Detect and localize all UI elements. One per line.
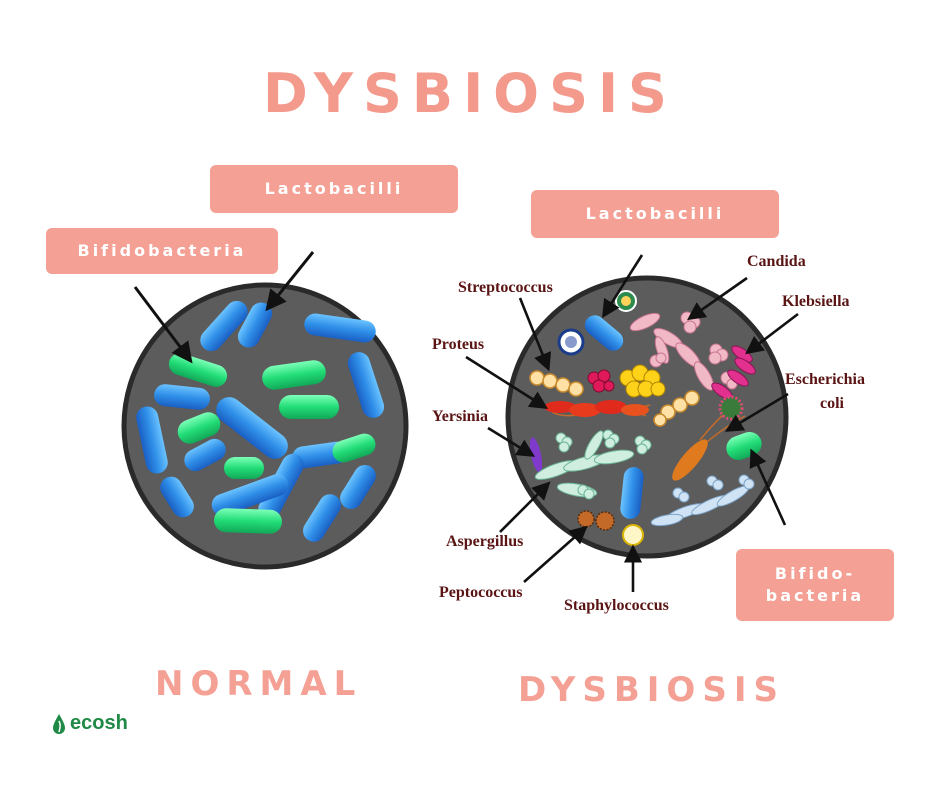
label-proteus: Proteus — [432, 336, 484, 353]
label-peptococcus: Peptococcus — [439, 584, 523, 601]
brand-name: ecosh — [70, 712, 128, 734]
blue-branch-microbe — [650, 474, 755, 527]
round-microbe — [557, 290, 637, 356]
blue-bacterium — [136, 406, 168, 474]
label-klebsiella: Klebsiella — [782, 293, 850, 310]
staph-cluster — [619, 364, 666, 398]
dysbiosis-arrows — [465, 254, 799, 592]
main-title: DYSBIOSIS — [263, 62, 677, 125]
normal-bifidobacteria-arrow — [133, 286, 193, 364]
arrow-bifido — [749, 448, 787, 526]
staphylococcus-microbe — [622, 524, 644, 546]
normal-lactobacilli-arrow — [265, 251, 315, 312]
normal-lactobacilli-tag: Lactobacilli — [210, 165, 458, 213]
normal-circle — [121, 282, 409, 570]
streptococcus-microbe — [529, 370, 700, 427]
blue-bacterium — [211, 474, 289, 516]
green-bacterium — [214, 508, 282, 534]
arrow-escherichia — [724, 392, 789, 432]
leaf-drop-icon — [53, 713, 65, 734]
arrow-streptococcus — [518, 297, 552, 372]
normal-caption: NORMAL — [155, 664, 363, 704]
blue-bacterium — [200, 300, 248, 352]
dysbiosis-lactobacilli-label: Lactobacilli — [585, 204, 725, 223]
blue-bacterium — [340, 464, 376, 510]
normal-bifidobacteria-label: Bifidobacteria — [77, 241, 247, 260]
blue-bacterium — [303, 494, 341, 542]
arrow-proteus — [465, 355, 549, 409]
green-bacterium — [332, 433, 376, 463]
normal-bifidobacteria-tag: Bifidobacteria — [46, 228, 278, 274]
dysbiosis-bifido-tag: Bifido- bacteria — [736, 549, 894, 621]
arrow-candida — [687, 276, 748, 321]
green-bacterium — [262, 360, 326, 390]
lactobacillus-bacterium — [584, 315, 624, 351]
label-streptococcus: Streptococcus — [458, 279, 553, 296]
dysbiosis-bifido-label: Bifido- bacteria — [765, 564, 865, 605]
blue-bacterium — [154, 384, 210, 410]
label-coli: coli — [820, 395, 845, 412]
arrow-lactobacilli — [602, 254, 644, 319]
blue-bacterium — [216, 397, 288, 459]
blue-bacterium — [304, 313, 376, 343]
dysbiosis-circle — [505, 275, 789, 559]
blue-bacterium — [237, 302, 273, 348]
label-aspergillus: Aspergillus — [446, 533, 523, 550]
dysbiosis-lactobacilli-tag: Lactobacilli — [531, 190, 779, 238]
blue-bacterium — [347, 352, 385, 418]
green-bacterium — [177, 412, 221, 444]
green-bacterium — [279, 395, 339, 419]
green-bacterium — [224, 457, 264, 479]
lactobacillus-bacterium — [620, 467, 644, 519]
normal-lactobacilli-label: Lactobacilli — [264, 179, 404, 198]
arrow-peptococcus — [523, 525, 588, 583]
blue-bacterium — [184, 438, 226, 472]
red-cocci-cluster — [587, 369, 615, 393]
label-staphylococcus: Staphylococcus — [564, 597, 669, 614]
label-yersinia: Yersinia — [432, 408, 488, 425]
label-candida: Candida — [747, 253, 806, 270]
dysbiosis-caption: DYSBIOSIS — [518, 670, 785, 710]
blue-bacterium — [160, 476, 194, 518]
arrow-yersinia — [487, 426, 536, 457]
klebsiella-microbe — [711, 345, 756, 400]
arrow-aspergillus — [499, 481, 551, 533]
proteus-microbe — [544, 400, 651, 417]
aspergillus-microbe — [534, 429, 652, 500]
arrow-klebsiella — [745, 312, 799, 355]
label-escherichia: Escherichia — [785, 371, 865, 388]
brand-logo: ecosh — [52, 712, 128, 735]
